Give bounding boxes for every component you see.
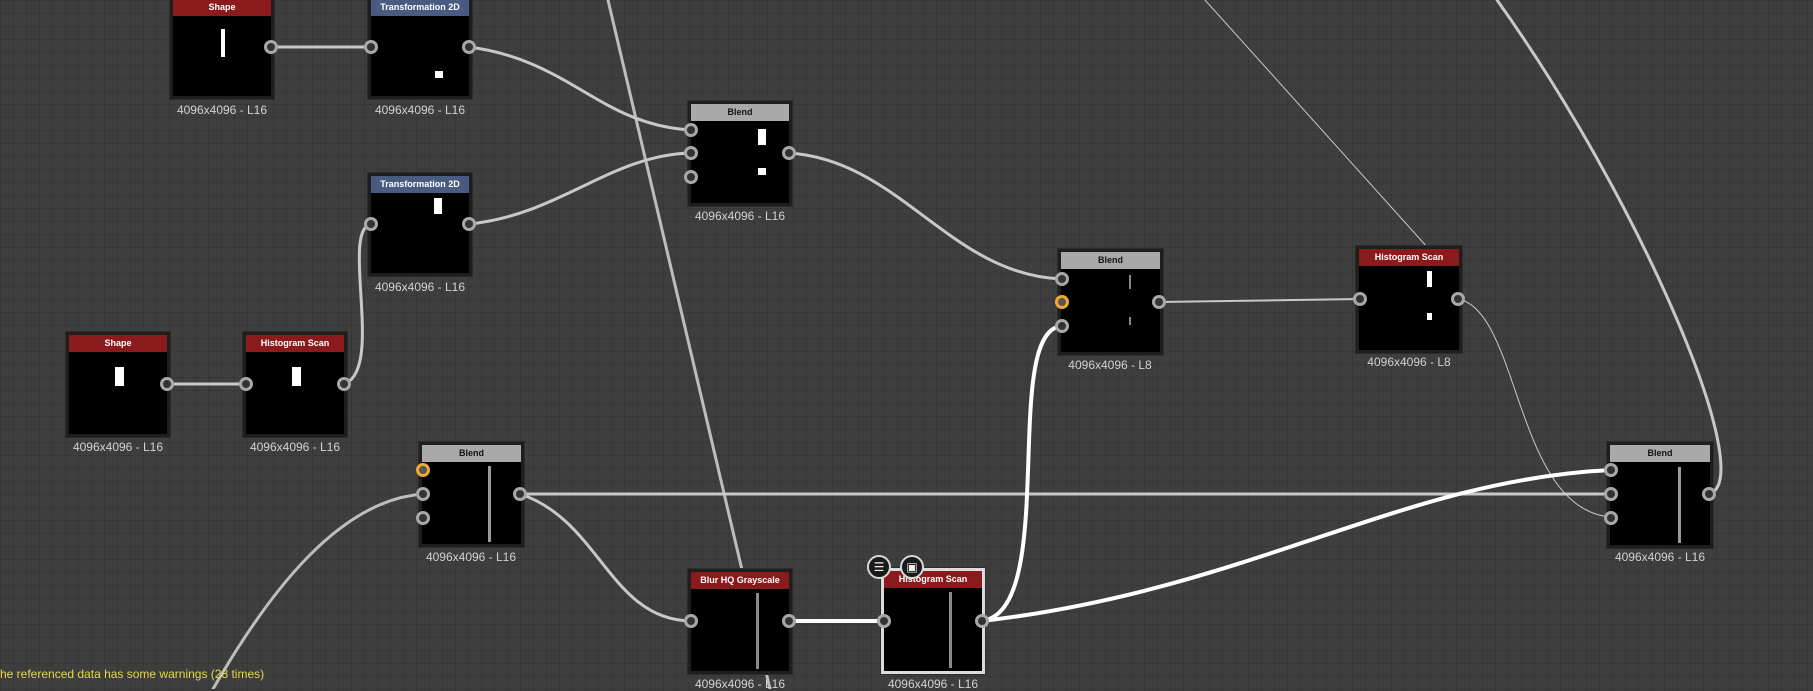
input-port[interactable] [1055, 272, 1069, 286]
node-resolution: 4096x4096 - L16 [425, 550, 517, 564]
node-histogram-scan[interactable]: Histogram Scan [1356, 246, 1462, 353]
wire[interactable] [211, 492, 425, 689]
input-port[interactable] [364, 40, 378, 54]
output-port[interactable] [160, 377, 174, 391]
wire[interactable] [467, 151, 693, 226]
input-port[interactable] [1353, 292, 1367, 306]
node-title: Transformation 2D [371, 0, 469, 16]
output-port[interactable] [1451, 292, 1465, 306]
node-preview [246, 352, 344, 434]
node-title: Histogram Scan [246, 335, 344, 352]
checker-icon[interactable]: ▣ [900, 555, 924, 579]
node-preview [691, 589, 789, 671]
node-title: Shape [69, 335, 167, 352]
wire[interactable] [980, 324, 1064, 623]
wire[interactable] [1158, 298, 1361, 303]
node-resolution: 4096x4096 - L16 [1614, 550, 1706, 564]
node-shape[interactable]: Shape [66, 332, 170, 437]
document-icon[interactable]: ☰ [867, 555, 891, 579]
node-title: Transformation 2D [371, 176, 469, 193]
input-port[interactable] [877, 614, 891, 628]
node-preview [1061, 269, 1160, 352]
node-transformation-2d[interactable]: Transformation 2D [368, 0, 472, 99]
node-title: Histogram Scan [884, 571, 982, 588]
node-resolution: 4096x4096 - L16 [694, 209, 786, 223]
output-port[interactable] [1702, 487, 1716, 501]
input-port[interactable] [1055, 319, 1069, 333]
input-port[interactable] [416, 487, 430, 501]
node-histogram-scan[interactable]: Histogram Scan [243, 332, 347, 437]
wire[interactable] [787, 151, 1064, 281]
node-blend[interactable]: Blend [419, 442, 524, 547]
wire[interactable] [467, 45, 693, 132]
node-preview [884, 588, 982, 671]
node-preview [173, 16, 271, 96]
wire[interactable] [1457, 298, 1612, 518]
node-preview [1359, 266, 1459, 350]
node-preview [1610, 462, 1710, 545]
node-preview [371, 193, 469, 273]
output-port[interactable] [1152, 295, 1166, 309]
input-port[interactable] [239, 377, 253, 391]
node-preview [69, 352, 167, 434]
node-resolution: 4096x4096 - L16 [374, 103, 466, 117]
node-preview [422, 462, 521, 544]
output-port[interactable] [513, 487, 527, 501]
node-resolution: 4096x4096 - L16 [887, 677, 979, 691]
node-resolution: 4096x4096 - L16 [694, 677, 786, 691]
node-title: Blend [422, 445, 521, 462]
input-port[interactable] [364, 217, 378, 231]
node-resolution: 4096x4096 - L16 [249, 440, 341, 454]
input-port[interactable] [1604, 487, 1618, 501]
node-title: Shape [173, 0, 271, 16]
node-blend[interactable]: Blend [1058, 249, 1163, 355]
node-resolution: 4096x4096 - L8 [1367, 355, 1451, 369]
node-blend[interactable]: Blend [688, 101, 792, 206]
node-blend[interactable]: Blend [1607, 442, 1713, 548]
wire[interactable] [518, 492, 693, 623]
node-resolution: 4096x4096 - L8 [1068, 358, 1152, 372]
input-port-active[interactable] [1055, 295, 1069, 309]
node-resolution: 4096x4096 - L16 [72, 440, 164, 454]
node-resolution: 4096x4096 - L16 [176, 103, 268, 117]
input-port[interactable] [1604, 511, 1618, 525]
output-port[interactable] [975, 614, 989, 628]
node-histogram-scan-selected[interactable]: Histogram Scan [881, 568, 985, 674]
node-title: Blend [1610, 445, 1710, 462]
status-warning-message: he referenced data has some warnings (28… [0, 667, 265, 681]
wire[interactable] [980, 468, 1613, 623]
input-port[interactable] [684, 146, 698, 160]
input-port[interactable] [1604, 463, 1618, 477]
node-title: Blend [1061, 252, 1160, 269]
wire[interactable] [1495, 0, 1723, 496]
node-title: Blur HQ Grayscale [691, 572, 789, 589]
output-port[interactable] [782, 146, 796, 160]
node-shape[interactable]: Shape [170, 0, 274, 99]
output-port[interactable] [462, 217, 476, 231]
wire[interactable] [342, 222, 373, 386]
input-port[interactable] [416, 511, 430, 525]
output-port[interactable] [337, 377, 351, 391]
input-port-active[interactable] [416, 463, 430, 477]
wire[interactable] [1204, 0, 1429, 249]
node-preview [691, 121, 789, 203]
input-port[interactable] [684, 614, 698, 628]
node-blur-hq-grayscale[interactable]: Blur HQ Grayscale [688, 569, 792, 674]
output-port[interactable] [462, 40, 476, 54]
input-port[interactable] [684, 123, 698, 137]
node-preview [371, 16, 469, 96]
output-port[interactable] [264, 40, 278, 54]
node-transformation-2d[interactable]: Transformation 2D [368, 173, 472, 276]
node-title: Histogram Scan [1359, 249, 1459, 266]
node-resolution: 4096x4096 - L16 [374, 280, 466, 294]
node-title: Blend [691, 104, 789, 121]
output-port[interactable] [782, 614, 796, 628]
input-port[interactable] [684, 170, 698, 184]
